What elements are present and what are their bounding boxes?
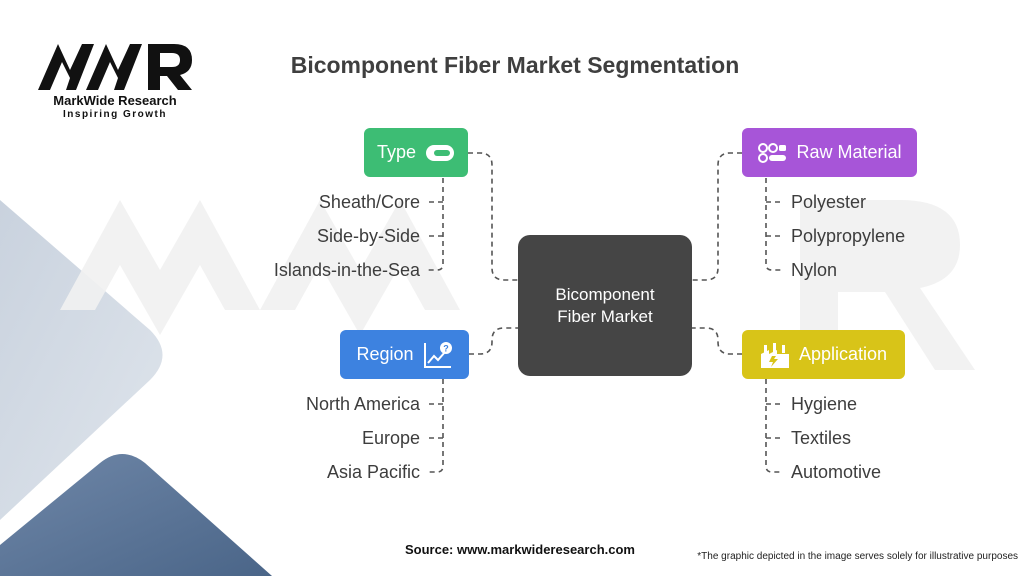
region-item: Europe (361, 428, 420, 448)
connector-raw-list (765, 178, 781, 271)
raw-material-item: Nylon (791, 260, 838, 280)
type-item: Sheath/Core (318, 192, 420, 212)
type-item: Side-by-Side (316, 226, 420, 246)
raw-material-resources-icon (757, 142, 787, 164)
connector-region-center (469, 327, 518, 355)
logo-name: MarkWide Research (53, 93, 177, 108)
growth-chart-question-icon: ? (423, 341, 453, 369)
connector-app-center (692, 327, 742, 355)
factory-icon (760, 341, 790, 369)
markwide-logo: MarkWide Research Inspiring Growth (30, 40, 200, 124)
connector-region-list (428, 379, 444, 473)
mwr-logo-icon (38, 44, 192, 90)
application-item: Automotive (791, 462, 882, 482)
type-badge: Type (364, 128, 468, 177)
application-label: Application (798, 344, 888, 364)
center-label-line2: Fiber Market (557, 306, 653, 326)
connector-app-list (765, 379, 781, 473)
region-item: North America (305, 394, 420, 414)
raw-material-item: Polyester (791, 192, 867, 212)
raw-material-item: Polypropylene (791, 226, 906, 246)
raw-material-label: Raw Material (796, 142, 902, 162)
center-node: Bicomponent Fiber Market (518, 235, 692, 376)
connector-raw-center (692, 152, 742, 281)
region-badge: Region ? (340, 330, 469, 379)
raw-material-badge: Raw Material (742, 128, 917, 177)
center-label: Bicomponent Fiber Market (535, 284, 675, 328)
region-item: Asia Pacific (326, 462, 420, 482)
connector-type-list (428, 178, 444, 271)
type-item: Islands-in-the-Sea (273, 260, 420, 280)
disclaimer-note: *The graphic depicted in the image serve… (697, 551, 1018, 562)
svg-text:?: ? (443, 343, 449, 353)
source-credit: Source: www.markwideresearch.com (404, 542, 635, 557)
application-item: Textiles (791, 428, 852, 448)
bg-shape-dark (0, 454, 272, 576)
application-badge: Application (742, 330, 905, 379)
fiber-cross-section-icon (425, 143, 455, 163)
bg-shape-light (0, 200, 163, 520)
logo-tagline: Inspiring Growth (63, 109, 167, 120)
center-label-line1: Bicomponent (555, 284, 655, 304)
watermark-logo (60, 200, 975, 370)
page-title: Bicomponent Fiber Market Segmentation (290, 52, 740, 78)
application-item: Hygiene (791, 394, 858, 414)
type-label: Type (376, 142, 417, 162)
connector-type-center (468, 152, 518, 281)
region-label: Region (356, 344, 414, 364)
